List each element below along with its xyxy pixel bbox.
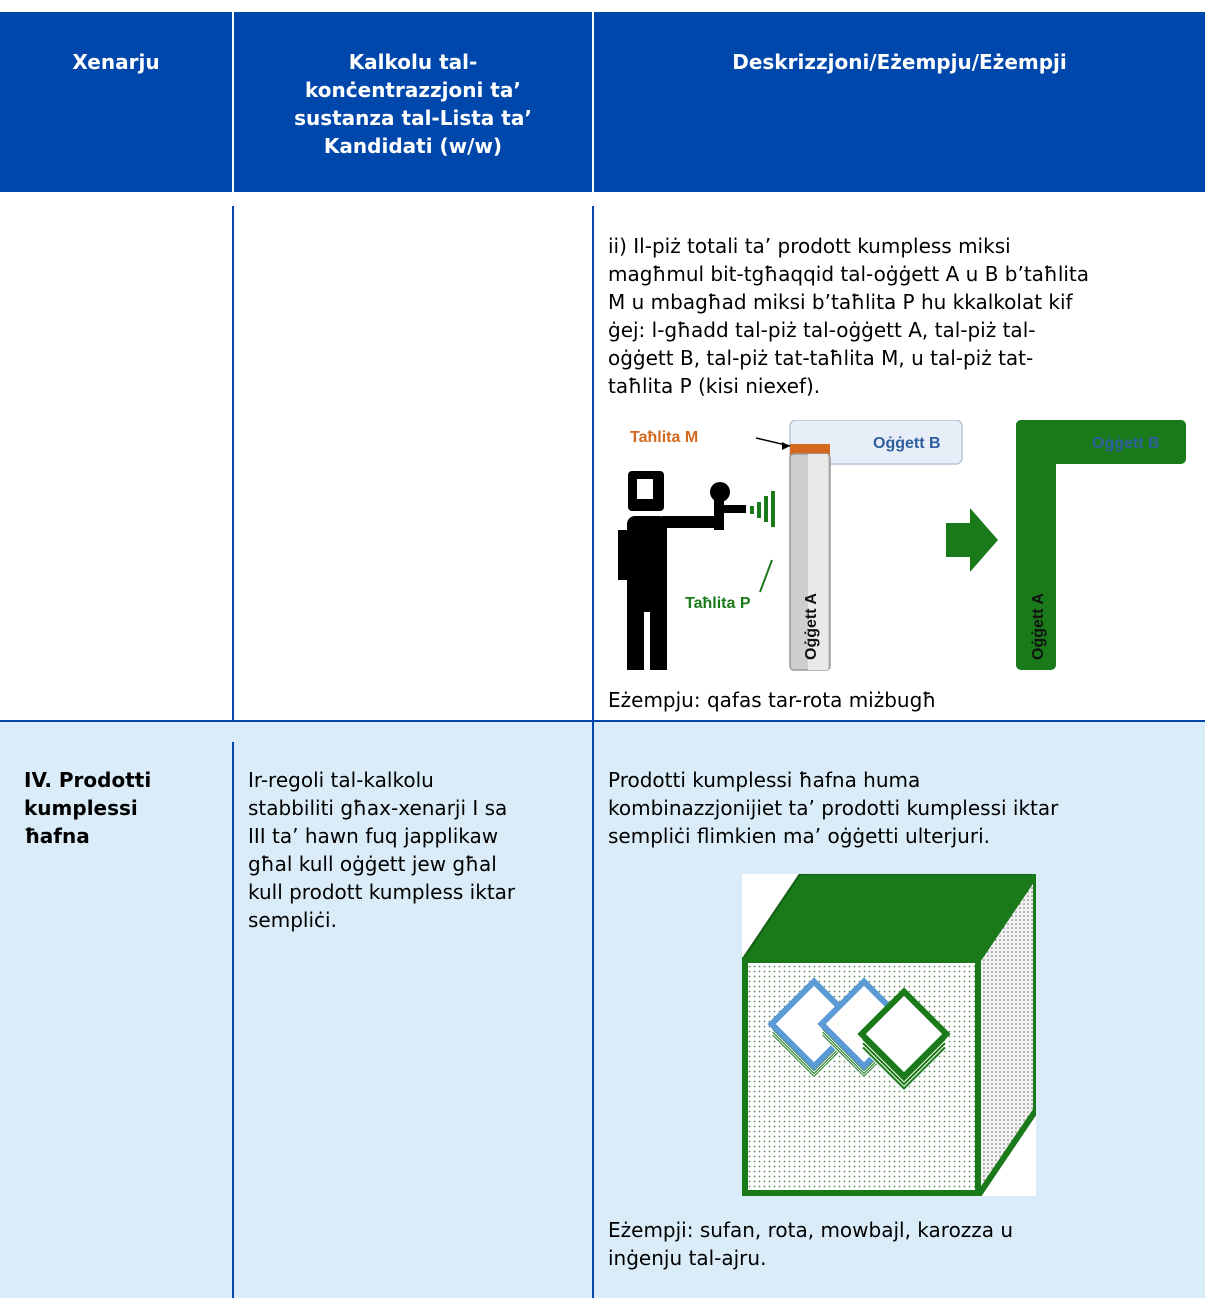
description-line: oġġett B, tal-piż tat-taħlita M, u tal-p… (608, 346, 1034, 370)
description-line: ġej: l-għadd tal-piż tal-oġġett A, tal-p… (608, 318, 1036, 342)
description-line: magħmul bit-tgħaqqid tal-oġġett A u B b’… (608, 262, 1090, 286)
description-line: taħlita P (kisi niexef). (608, 374, 821, 398)
description-line: M u mbagħad miksi b’taħlita P hu kkalkol… (608, 290, 1073, 314)
header-calculation-line: Kandidati (w/w) (323, 134, 503, 158)
header-calculation-line: sustanza tal-Lista ta’ (294, 106, 532, 130)
row-iv-description: Prodotti kumplessi ħafna huma kombinazzj… (608, 766, 1203, 850)
row-iv-scenario: IV. Prodotti kumplessi ħafna (24, 766, 224, 850)
column-divider (232, 742, 234, 1298)
scenario-line: kumplessi (24, 796, 138, 820)
row-iv-calculation: Ir-regoli tal-kalkolu stabbiliti għax-xe… (248, 766, 588, 934)
scenario-line: ħafna (24, 824, 90, 848)
label-article-b: Oġġett B (873, 435, 941, 452)
result-arrow-icon (946, 508, 998, 572)
example-text: Eżempju: qafas tar-rota miżbugħ (608, 688, 937, 712)
painter-icon (618, 471, 746, 670)
calculation-line: għal kull oġġett jew għal (248, 852, 497, 876)
description-line: sempliċi flimkien ma’ oġġetti ulterjuri. (608, 824, 990, 848)
row-ii-example: Eżempju: qafas tar-rota miżbugħ (608, 686, 936, 714)
table-row: ii) Il-piż totali ta’ prodott kumpless m… (0, 192, 1205, 722)
coated-article-figure: Taħlita M Oġġett B Taħlita P Oġġett A Oġ… (618, 420, 1186, 671)
example-line: inġenju tal-ajru. (608, 1246, 767, 1270)
header-scenario-text: Xenarju (72, 50, 160, 74)
header-divider (232, 12, 234, 192)
article-b-shape (789, 420, 963, 465)
mix-m-layer (790, 444, 830, 456)
header-calculation-line: Kalkolu tal- (348, 50, 478, 74)
table-row: IV. Prodotti kumplessi ħafna Ir-regoli t… (0, 722, 1205, 1298)
header-divider (592, 12, 594, 192)
scenario-line: IV. Prodotti (24, 768, 152, 792)
stacked-items-icon (767, 977, 951, 1092)
calculation-line: sempliċi. (248, 908, 337, 932)
label-article-b-coated: Oġġett B (1092, 435, 1160, 452)
pointer-mix-p (759, 559, 773, 593)
row-divider (0, 720, 1205, 722)
column-divider (592, 722, 594, 1298)
description-line: ii) Il-piż totali ta’ prodott kumpless m… (608, 234, 1011, 258)
header-calculation-line: konċentrazzjoni ta’ (305, 78, 521, 102)
label-article-a-coated: Oġġett A (1030, 593, 1047, 660)
description-line: kombinazzjonijiet ta’ prodotti kumplessi… (608, 796, 1059, 820)
column-divider (592, 206, 594, 722)
header-calculation: Kalkolu tal- konċentrazzjoni ta’ sustanz… (234, 12, 592, 192)
label-mix-m: Taħlita M (630, 429, 698, 446)
header-scenario: Xenarju (0, 12, 232, 192)
header-description-text: Deskrizzjoni/Eżempju/Eżempji (732, 50, 1067, 74)
description-line: Prodotti kumplessi ħafna huma (608, 768, 921, 792)
label-article-a: Oġġett A (803, 593, 820, 660)
label-mix-p: Taħlita P (685, 595, 751, 612)
calculation-line: III ta’ hawn fuq japplikaw (248, 824, 499, 848)
complex-products-box-figure (742, 874, 1036, 1196)
coated-assembly-shape (1016, 420, 1186, 670)
calculation-line: kull prodott kumpless iktar (248, 880, 516, 904)
table-header: Xenarju Kalkolu tal- konċentrazzjoni ta’… (0, 12, 1205, 192)
header-description: Deskrizzjoni/Eżempju/Eżempji (594, 12, 1205, 192)
row-ii-description: ii) Il-piż totali ta’ prodott kumpless m… (608, 232, 1198, 400)
row-iv-examples: Eżempji: sufan, rota, mowbajl, karozza u… (608, 1216, 1203, 1272)
spray-mist-icon (750, 491, 775, 527)
column-divider (232, 206, 234, 722)
example-line: Eżempji: sufan, rota, mowbajl, karozza u (608, 1218, 1014, 1242)
calculation-line: Ir-regoli tal-kalkolu (248, 768, 434, 792)
calculation-line: stabbiliti għax-xenarji I sa (248, 796, 508, 820)
